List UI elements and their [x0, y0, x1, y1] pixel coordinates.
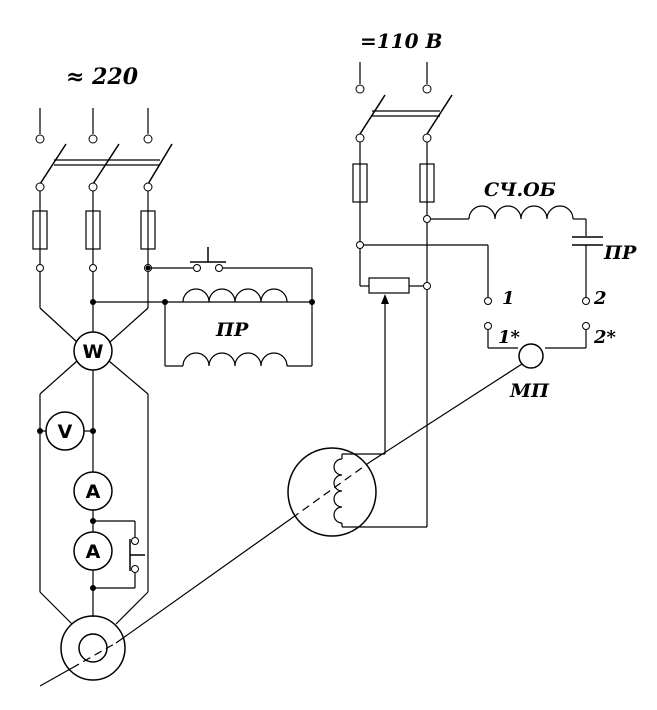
ac-fuses [32, 210, 156, 250]
coil-left-label: ПР [215, 319, 249, 341]
push-button [190, 247, 226, 263]
terminal-2-star-label: 2* [593, 327, 617, 348]
terminal-2-label: 2 [593, 288, 607, 309]
two-pole-switch [359, 94, 453, 135]
voltmeter [45, 411, 85, 451]
dc-fuses [352, 163, 435, 203]
series-coil [431, 205, 587, 236]
mechanical-shaft [39, 363, 523, 687]
device-mp-label: МП [509, 380, 550, 402]
wattmeter-letter: W [83, 341, 104, 363]
ac-motor [60, 615, 126, 681]
ac-supply-label: ≈ 220 [66, 64, 139, 90]
shorting-button [129, 539, 145, 571]
dc-circuit [287, 62, 603, 537]
coil-right-label: ПР [603, 242, 637, 264]
ammeter-1-letter: A [86, 481, 101, 503]
voltmeter-letter: V [58, 421, 73, 443]
terminal-1-label: 1 [502, 288, 515, 309]
dc-supply-label: =110 В [360, 29, 442, 53]
coil-pr-right [572, 236, 603, 246]
dc-generator [287, 447, 427, 537]
series-coil-label: СЧ.ОБ [484, 179, 556, 201]
ammeter-2-letter: A [86, 541, 101, 563]
coil-pr-left [164, 288, 313, 367]
three-pole-switch [39, 143, 173, 185]
ac-circuit: W V A A [32, 108, 315, 681]
terminal-1-star-label: 1* [498, 327, 521, 348]
device-mp [518, 343, 544, 369]
rheostat [360, 277, 431, 454]
